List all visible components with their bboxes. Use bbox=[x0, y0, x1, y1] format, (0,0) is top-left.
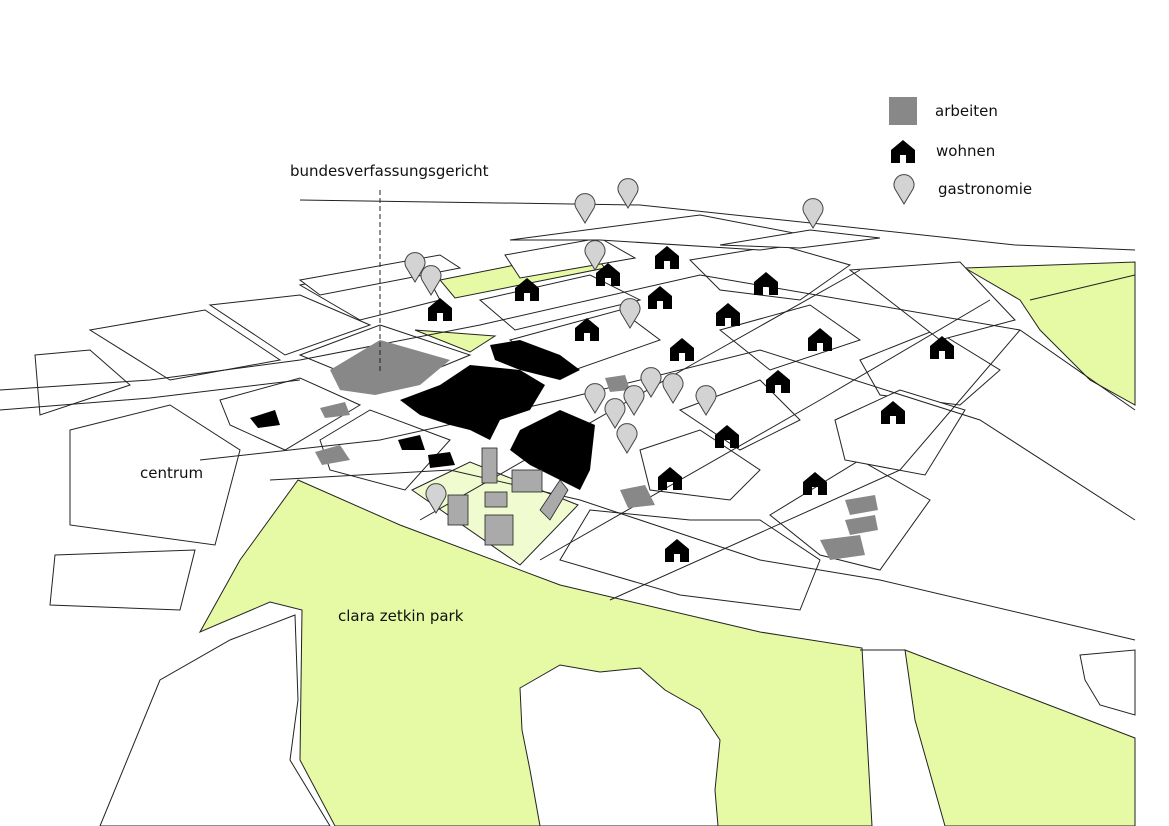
house-icon bbox=[930, 336, 954, 359]
bundesverfassungsgericht-building bbox=[400, 365, 545, 440]
house-icon bbox=[648, 286, 672, 309]
map-pin-icon bbox=[404, 252, 426, 283]
arbeiten-building bbox=[845, 495, 878, 515]
house-icon bbox=[808, 328, 832, 351]
highlight-block-buildings bbox=[447, 447, 569, 546]
house-icon bbox=[766, 370, 790, 393]
map-pin-icon bbox=[574, 193, 596, 224]
legend-item-gastronomie: gastronomie bbox=[893, 173, 1032, 205]
arbeiten-buildings bbox=[315, 340, 878, 560]
house-icon bbox=[754, 272, 778, 295]
landmark-label: bundesverfassungsgericht bbox=[290, 162, 489, 180]
map-pin-icon bbox=[584, 383, 606, 414]
map-pin-icon bbox=[619, 298, 641, 329]
map-pin-icon bbox=[616, 423, 638, 454]
house-icon bbox=[575, 318, 599, 341]
map-pin-icon bbox=[623, 385, 645, 416]
map-pin-icon bbox=[802, 198, 824, 229]
arbeiten-building bbox=[845, 515, 878, 535]
legend-label: gastronomie bbox=[938, 180, 1033, 198]
park-southeast bbox=[904, 649, 1136, 826]
legend-item-wohnen: wohnen bbox=[891, 139, 995, 163]
gray-square-icon bbox=[889, 97, 917, 125]
map-pin-icon bbox=[425, 483, 447, 514]
house-icon bbox=[515, 278, 539, 301]
lake bbox=[519, 664, 721, 826]
house-icon bbox=[715, 425, 739, 448]
house-icon bbox=[655, 246, 679, 269]
map-pin-icon bbox=[662, 373, 684, 404]
map-pin-icon bbox=[584, 240, 606, 271]
map-pin-icon bbox=[420, 265, 442, 296]
house-icon bbox=[658, 467, 682, 490]
legend-label: wohnen bbox=[936, 142, 996, 160]
arbeiten-building bbox=[320, 402, 350, 418]
house-icon bbox=[716, 303, 740, 326]
map-pin-icon bbox=[695, 385, 717, 416]
park-east bbox=[963, 261, 1136, 406]
district-label-centrum: centrum bbox=[140, 464, 204, 482]
arbeiten-building bbox=[820, 535, 865, 560]
house-icon bbox=[881, 401, 905, 424]
house-icon bbox=[803, 472, 827, 495]
arbeiten-building bbox=[315, 445, 350, 465]
wohnen-markers bbox=[428, 246, 954, 562]
gastronomie-markers bbox=[404, 178, 824, 514]
map-pin-icon bbox=[640, 367, 662, 398]
arbeiten-building bbox=[330, 340, 450, 395]
legend-item-arbeiten: arbeiten bbox=[889, 97, 998, 125]
map-pin-icon bbox=[617, 178, 639, 209]
house-icon bbox=[670, 338, 694, 361]
green-strip-small bbox=[414, 329, 497, 353]
park-west-clearing bbox=[99, 614, 331, 826]
house-icon bbox=[596, 263, 620, 286]
arbeiten-building bbox=[605, 375, 630, 392]
map-pin-icon bbox=[604, 398, 626, 429]
arbeiten-building bbox=[620, 485, 655, 508]
house-icon bbox=[428, 298, 452, 321]
highlight-block bbox=[411, 461, 579, 566]
house-icon bbox=[891, 140, 915, 163]
legend-label: arbeiten bbox=[935, 102, 998, 120]
map-pin-icon bbox=[893, 174, 915, 205]
roads bbox=[0, 199, 1136, 651]
landmark-buildings bbox=[250, 340, 595, 490]
house-icon bbox=[665, 539, 689, 562]
park-label: clara zetkin park bbox=[338, 607, 464, 625]
